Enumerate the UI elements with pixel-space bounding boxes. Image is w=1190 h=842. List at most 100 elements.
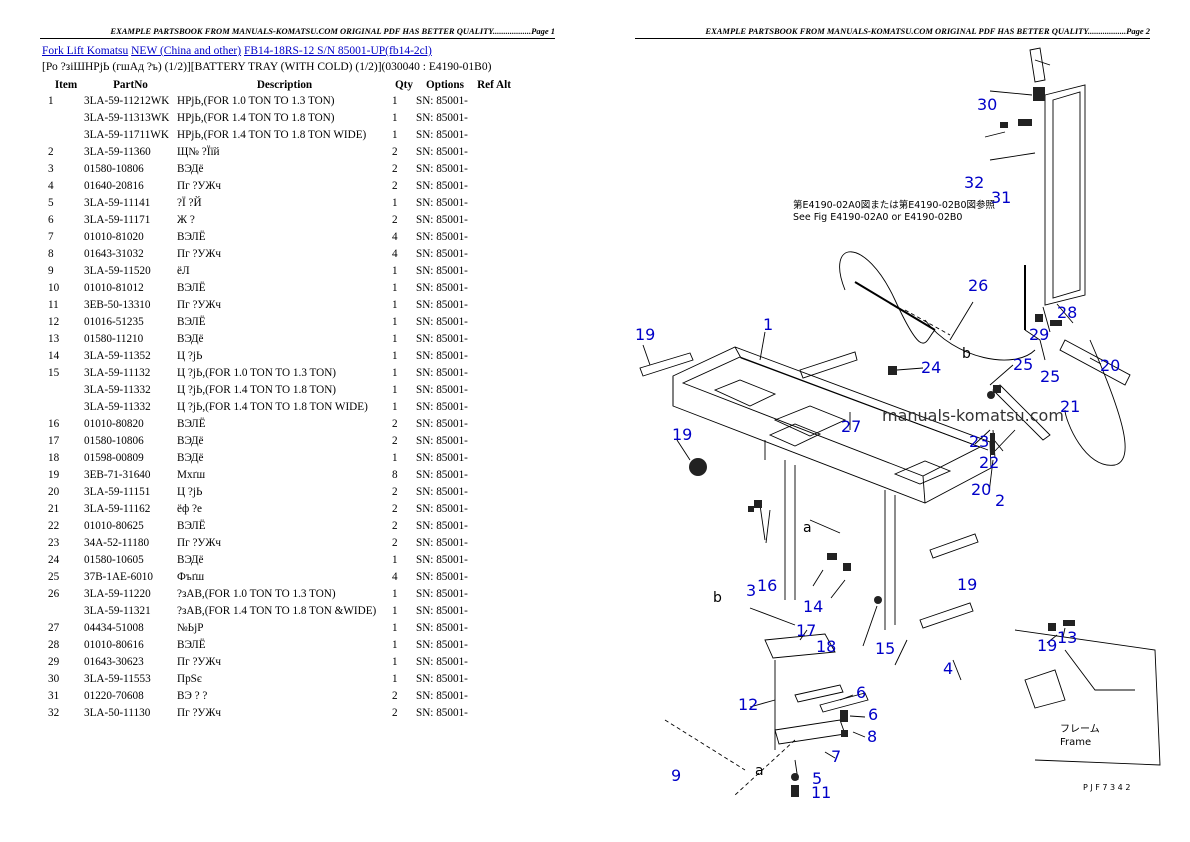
part-number: 3LA-59-11171 bbox=[84, 213, 151, 226]
exploded-parts-diagram: 第E4190-02A0図または第E4190-02B0図参照 See Fig E4… bbox=[595, 40, 1161, 802]
item-number: 30 bbox=[48, 672, 60, 685]
ref-alt bbox=[474, 194, 514, 211]
part-description: Пг ?УЖч bbox=[177, 179, 222, 192]
callout-number: 8 bbox=[867, 727, 877, 746]
callout-number: 4 bbox=[943, 659, 953, 678]
quantity: 1 bbox=[392, 553, 398, 566]
callout-number: 20 bbox=[971, 480, 991, 499]
item-number bbox=[42, 381, 84, 398]
quantity: 2 bbox=[392, 434, 398, 447]
options: SN: 85001- bbox=[416, 621, 468, 634]
part-number: 01010-80820 bbox=[84, 417, 144, 430]
part-description: ВЭДё bbox=[177, 553, 204, 566]
breadcrumb-link-region[interactable]: NEW (China and other) bbox=[131, 45, 242, 57]
breadcrumb-link-brand[interactable]: Fork Lift Komatsu bbox=[42, 45, 129, 57]
options: SN: 85001- bbox=[416, 519, 468, 532]
ref-alt bbox=[474, 585, 514, 602]
breadcrumb: Fork Lift Komatsu NEW (China and other) … bbox=[42, 45, 432, 57]
options: SN: 85001- bbox=[416, 247, 468, 260]
quantity: 2 bbox=[392, 417, 398, 430]
options: SN: 85001- bbox=[416, 264, 468, 277]
options: SN: 85001- bbox=[416, 281, 468, 294]
item-number: 7 bbox=[48, 230, 54, 243]
callout-number: 7 bbox=[831, 747, 841, 766]
part-number: 3LA-59-11711WK bbox=[84, 128, 169, 141]
part-description: HPjЬ,(FOR 1.0 TON TO 1.3 TON) bbox=[177, 94, 335, 107]
item-number bbox=[42, 602, 84, 619]
part-number: 01643-31032 bbox=[84, 247, 144, 260]
item-number: 2 bbox=[48, 145, 54, 158]
ref-alt bbox=[474, 160, 514, 177]
options: SN: 85001- bbox=[416, 111, 468, 124]
col-ref-alt: Ref Alt bbox=[477, 78, 511, 91]
quantity: 1 bbox=[392, 298, 398, 311]
callout-number: 11 bbox=[811, 783, 831, 802]
item-number: 17 bbox=[48, 434, 60, 447]
item-number: 25 bbox=[48, 570, 60, 583]
part-description: ёЛ bbox=[177, 264, 190, 277]
options: SN: 85001- bbox=[416, 553, 468, 566]
quantity: 2 bbox=[392, 536, 398, 549]
ref-alt bbox=[474, 602, 514, 619]
col-qty: Qty bbox=[394, 78, 414, 91]
callout-number: 30 bbox=[977, 95, 997, 114]
part-number: 3LA-59-11151 bbox=[84, 485, 151, 498]
callout-number: 13 bbox=[1057, 628, 1077, 647]
ref-alt bbox=[474, 500, 514, 517]
part-description: Пг ?УЖч bbox=[177, 536, 222, 549]
options: SN: 85001- bbox=[416, 400, 468, 413]
ref-alt bbox=[474, 483, 514, 500]
ref-alt bbox=[474, 432, 514, 449]
part-number: 01580-10806 bbox=[84, 434, 144, 447]
item-number: 16 bbox=[48, 417, 60, 430]
callout-number: 5 bbox=[812, 769, 822, 788]
item-number: 23 bbox=[48, 536, 60, 549]
quantity: 8 bbox=[392, 468, 398, 481]
ref-alt bbox=[474, 449, 514, 466]
options: SN: 85001- bbox=[416, 196, 468, 209]
ref-alt bbox=[474, 279, 514, 296]
breadcrumb-link-model[interactable]: FB14-18RS-12 S/N 85001-UP(fb14-2cl) bbox=[243, 45, 432, 57]
callout-number: 12 bbox=[738, 695, 758, 714]
part-number: 3LA-59-11162 bbox=[84, 502, 151, 515]
col-item: Item bbox=[54, 78, 78, 91]
view-letter-b: b bbox=[713, 590, 722, 606]
callout-number: 29 bbox=[1029, 325, 1049, 344]
part-description: ПрЅє bbox=[177, 672, 202, 685]
part-number: 01640-20816 bbox=[84, 179, 144, 192]
item-number: 13 bbox=[48, 332, 60, 345]
part-number: 3LA-59-11313WK bbox=[84, 111, 170, 124]
callout-number: 26 bbox=[968, 276, 988, 295]
ref-alt bbox=[474, 381, 514, 398]
ref-alt bbox=[474, 551, 514, 568]
part-description: HPjЬ,(FOR 1.4 TON TO 1.8 TON WIDE) bbox=[177, 128, 367, 141]
ref-alt bbox=[474, 109, 514, 126]
part-number: 3LA-59-11141 bbox=[84, 196, 151, 209]
quantity: 1 bbox=[392, 604, 398, 617]
item-number: 24 bbox=[48, 553, 60, 566]
callout-number: 19 bbox=[672, 425, 692, 444]
see-figure-note-en: See Fig E4190-02A0 or E4190-02B0 bbox=[793, 212, 962, 223]
options: SN: 85001- bbox=[416, 689, 468, 702]
part-number: 3LA-59-11352 bbox=[84, 349, 151, 362]
callout-number: 31 bbox=[991, 188, 1011, 207]
ref-alt bbox=[474, 262, 514, 279]
part-number: 3LA-59-11332 bbox=[84, 400, 151, 413]
quantity: 2 bbox=[392, 485, 398, 498]
quantity: 2 bbox=[392, 519, 398, 532]
quantity: 2 bbox=[392, 162, 398, 175]
part-description: ВЭЛЁ bbox=[177, 417, 206, 430]
quantity: 2 bbox=[392, 706, 398, 719]
callout-number: 19 bbox=[957, 575, 977, 594]
part-description: ВЭДё bbox=[177, 434, 204, 447]
quantity: 1 bbox=[392, 655, 398, 668]
options: SN: 85001- bbox=[416, 706, 468, 719]
options: SN: 85001- bbox=[416, 570, 468, 583]
part-description: Ц ?јЬ,(FOR 1.4 TON TO 1.8 TON WIDE) bbox=[177, 400, 368, 413]
